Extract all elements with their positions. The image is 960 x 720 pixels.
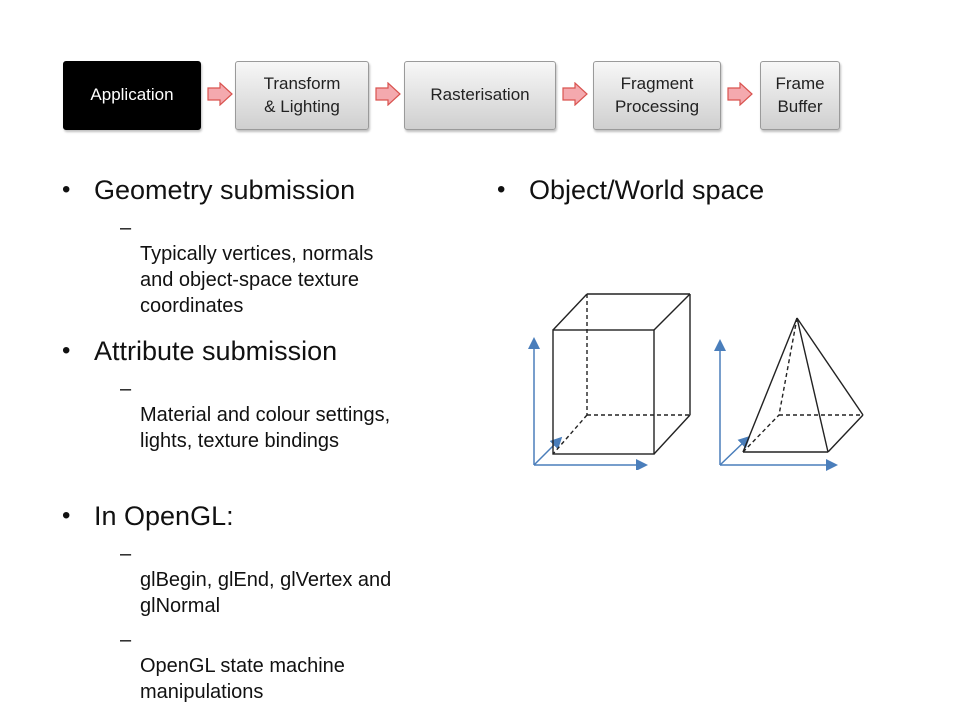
pyramid-icon bbox=[742, 317, 864, 453]
stage-label: Transform & Lighting bbox=[263, 74, 341, 116]
stage-application: Application bbox=[63, 61, 201, 130]
sub-bullet: Material and colour settings, lights, te… bbox=[60, 376, 480, 454]
sub-bullet-text: glBegin, glEnd, glVertex and glNormal bbox=[140, 569, 392, 617]
stage-label: Fragment Processing bbox=[614, 74, 700, 116]
pipeline-arrow-icon bbox=[727, 82, 753, 106]
stage-fragment-processing: Fragment Processing bbox=[593, 61, 721, 130]
sub-bullet-text: OpenGL state machine manipulations bbox=[140, 655, 345, 703]
bullet-geometry-submission: Geometry submission bbox=[60, 174, 480, 206]
axes-icon bbox=[714, 339, 838, 471]
cube-diagram bbox=[528, 293, 691, 470]
sub-bullet: Typically vertices, normals and object-s… bbox=[60, 215, 480, 319]
stage-rasterisation: Rasterisation bbox=[404, 61, 556, 130]
sub-bullet: OpenGL state machine manipulations bbox=[60, 627, 480, 705]
stage-label: Frame Buffer bbox=[775, 74, 825, 116]
pipeline-arrow-icon bbox=[207, 82, 233, 106]
sub-bullet: glBegin, glEnd, glVertex and glNormal bbox=[60, 541, 480, 619]
bullet-object-world-space: Object/World space bbox=[495, 174, 915, 206]
bullet-attribute-submission: Attribute submission bbox=[60, 335, 480, 367]
pipeline-arrow-icon bbox=[375, 82, 401, 106]
pipeline-arrow-icon bbox=[562, 82, 588, 106]
stage-transform-lighting: Transform & Lighting bbox=[235, 61, 369, 130]
cube-icon bbox=[552, 293, 691, 455]
stage-label: Rasterisation bbox=[430, 85, 530, 105]
bullet-in-opengl: In OpenGL: bbox=[60, 500, 480, 532]
right-bullet-list: Object/World space bbox=[495, 174, 915, 206]
sub-bullet-text: Typically vertices, normals and object-s… bbox=[140, 243, 374, 317]
stage-label: Application bbox=[90, 85, 174, 105]
sub-bullet-text: Material and colour settings, lights, te… bbox=[140, 404, 391, 452]
axes-icon bbox=[528, 337, 648, 470]
left-bullet-list: Geometry submission Typically vertices, … bbox=[60, 174, 480, 705]
stage-frame-buffer: Frame Buffer bbox=[760, 61, 840, 130]
pyramid-diagram bbox=[714, 317, 864, 471]
